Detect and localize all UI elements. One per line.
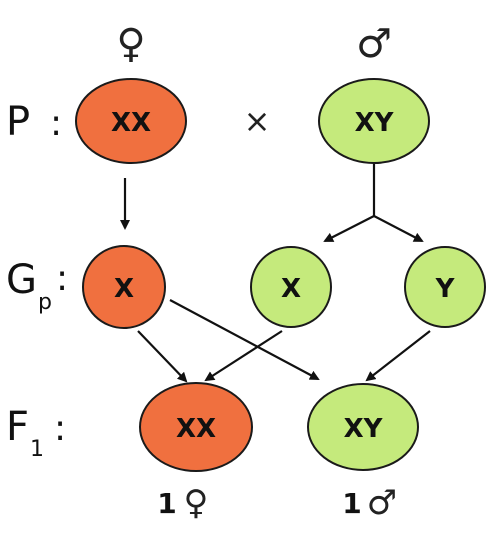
cross-symbol: ×: [244, 102, 271, 140]
edge-female-gamete-to-male-offspring: [169, 299, 320, 380]
offspring-male-ratio-icon: ♂: [367, 483, 397, 523]
row-label-parents: P: [6, 99, 30, 145]
row-label-offspring-colon: :: [54, 408, 66, 449]
row-label-gametes-colon: :: [56, 258, 68, 299]
row-label-gametes-subscript: p: [38, 290, 52, 315]
parent-female-node: [75, 78, 187, 164]
offspring-female-genotype: XX: [176, 414, 216, 444]
gamete-male-x-label: X: [281, 274, 301, 304]
gamete-female-x-label: X: [114, 274, 134, 304]
gamete-male-x-node: [250, 246, 332, 328]
gamete-male-y-node: [404, 246, 486, 328]
offspring-male-ratio: 1: [342, 487, 361, 520]
parent-male-node: [318, 78, 430, 164]
edge-male-y-gamete-to-male-offspring: [365, 330, 431, 382]
offspring-male-node: [307, 383, 419, 471]
offspring-female-ratio-icon: ♀: [184, 483, 209, 523]
parent-male-genotype: XY: [355, 108, 395, 138]
row-label-parents-colon: :: [50, 103, 62, 144]
row-label-gametes: G: [6, 257, 37, 303]
edge-male-parent-to-x-gamete: [323, 215, 375, 242]
offspring-female-ratio: 1: [157, 487, 176, 520]
gamete-female-x-node: [82, 245, 166, 329]
edge-male-x-gamete-to-female-offspring: [204, 330, 283, 382]
female-symbol-icon: ♀: [116, 21, 145, 67]
row-label-offspring: F: [6, 404, 29, 450]
edge-male-parent-to-y-gamete: [373, 215, 424, 242]
edge-female-gamete-to-female-offspring: [137, 330, 188, 383]
parent-female-genotype: XX: [111, 108, 151, 138]
offspring-male-genotype: XY: [344, 414, 384, 444]
row-label-offspring-subscript: 1: [30, 437, 44, 462]
male-symbol-icon: ♂: [356, 21, 392, 67]
gamete-male-y-label: Y: [435, 274, 456, 304]
offspring-female-node: [139, 382, 253, 472]
